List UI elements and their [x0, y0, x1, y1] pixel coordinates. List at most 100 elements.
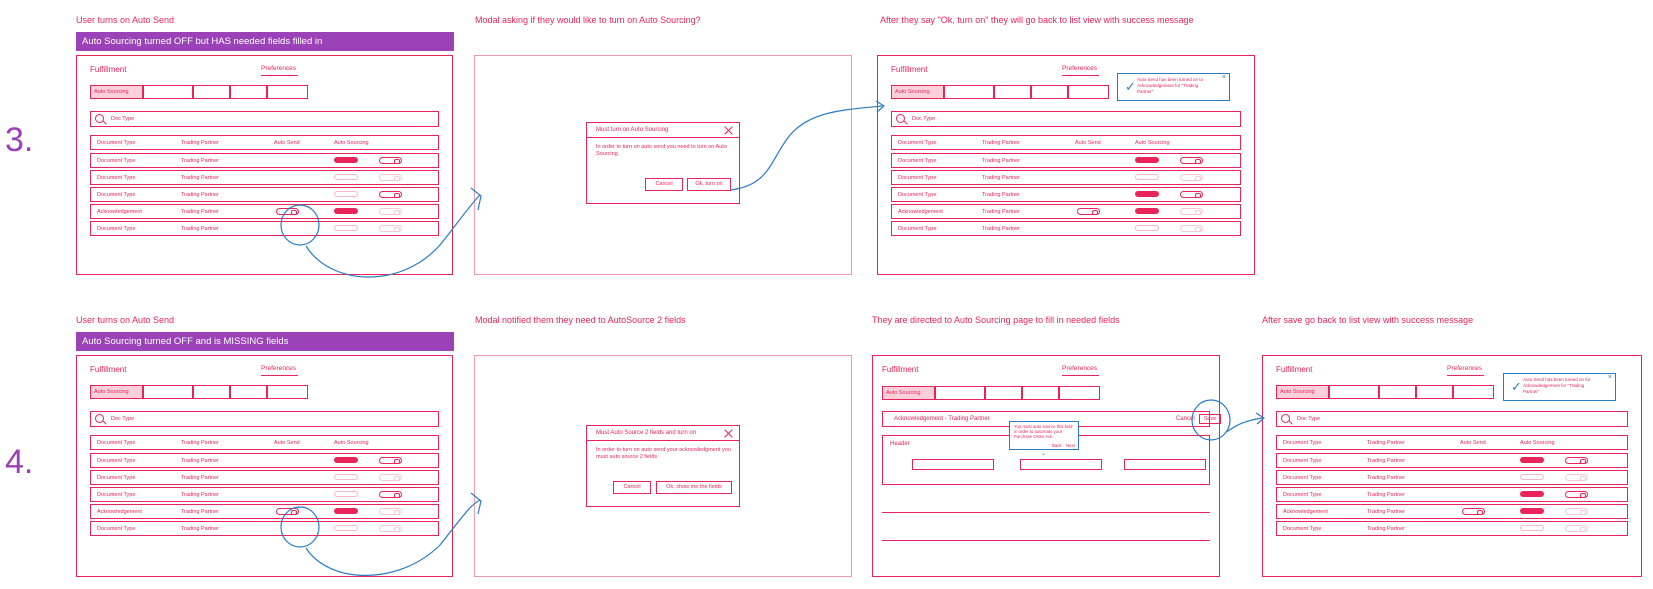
auto-sourcing-toggle[interactable]: [1180, 208, 1203, 215]
tab-empty-2[interactable]: [994, 85, 1031, 99]
preferences-link[interactable]: Preferences: [261, 365, 297, 372]
tab-empty-3[interactable]: [1416, 385, 1453, 399]
search-bar[interactable]: Doc Type: [1276, 411, 1628, 427]
close-icon[interactable]: ×: [1221, 74, 1226, 81]
cancel-button[interactable]: Cancel: [645, 178, 683, 191]
preferences-link[interactable]: Preferences: [1062, 365, 1098, 372]
auto-sourcing-toggle[interactable]: [1565, 508, 1588, 515]
auto-sourcing-toggle[interactable]: [1180, 174, 1203, 181]
cancel-link[interactable]: Cancel: [1176, 416, 1195, 422]
search-bar[interactable]: Doc Type: [891, 111, 1241, 127]
auto-sourcing-status-pill: [334, 525, 358, 531]
tab-empty-3[interactable]: [1031, 85, 1068, 99]
document-type-cell: Acknowledgement: [898, 209, 943, 215]
auto-sourcing-toggle[interactable]: [379, 525, 402, 532]
auto-sourcing-toggle[interactable]: [1565, 525, 1588, 532]
preferences-link[interactable]: Preferences: [1447, 365, 1483, 372]
auto-send-toggle[interactable]: [1462, 508, 1485, 515]
document-type-cell: Document Type: [898, 192, 937, 198]
close-icon[interactable]: ×: [1607, 374, 1612, 381]
auto-sourcing-toggle[interactable]: [379, 174, 402, 181]
tab-empty-2[interactable]: [193, 385, 230, 399]
auto-send-toggle[interactable]: [1077, 208, 1100, 215]
tooltip-back[interactable]: Back: [1052, 443, 1062, 448]
auto-sourcing-toggle[interactable]: [1565, 457, 1588, 464]
step-caption: User turns on Auto Send: [76, 315, 175, 325]
auto-sourcing-toggle[interactable]: [1180, 225, 1203, 232]
tab-empty-1[interactable]: [143, 385, 193, 399]
field-input[interactable]: [1124, 459, 1206, 470]
search-bar[interactable]: Doc Type: [90, 411, 439, 427]
search-bar[interactable]: Doc Type: [90, 111, 439, 127]
tab-empty-2[interactable]: [193, 85, 230, 99]
field-input[interactable]: [912, 459, 994, 470]
tab-auto-sourcing[interactable]: Auto Sourcing: [882, 386, 935, 400]
tooltip-next[interactable]: Next: [1066, 443, 1075, 448]
tab-empty-2[interactable]: [985, 386, 1022, 400]
auto-sourcing-toggle[interactable]: [379, 191, 402, 198]
step-caption: User turns on Auto Send: [76, 15, 175, 25]
tab-empty-4[interactable]: [1453, 385, 1494, 399]
tab-empty-2[interactable]: [1379, 385, 1416, 399]
auto-sourcing-toggle[interactable]: [379, 225, 402, 232]
tab-empty-3[interactable]: [230, 385, 267, 399]
tab-auto-sourcing[interactable]: Auto Sourcing: [90, 85, 143, 99]
auto-sourcing-toggle[interactable]: [379, 208, 402, 215]
tab-empty-4[interactable]: [1059, 386, 1100, 400]
tab-empty-4[interactable]: [1068, 85, 1109, 99]
section-divider: [882, 512, 1210, 513]
preferences-link[interactable]: Preferences: [261, 65, 297, 72]
tab-empty-1[interactable]: [944, 85, 994, 99]
tab-empty-1[interactable]: [143, 85, 193, 99]
field-input[interactable]: [1020, 459, 1102, 470]
tab-empty-3[interactable]: [1022, 386, 1059, 400]
auto-sourcing-toggle[interactable]: [379, 457, 402, 464]
auto-sourcing-toggle[interactable]: [379, 508, 402, 515]
tab-auto-sourcing[interactable]: Auto Sourcing: [891, 85, 944, 99]
auto-sourcing-toggle[interactable]: [1180, 191, 1203, 198]
auto-send-toggle[interactable]: [276, 508, 299, 515]
auto-sourcing-toggle[interactable]: [379, 491, 402, 498]
auto-sourcing-toggle[interactable]: [1565, 491, 1588, 498]
step-caption: Modal notified them they need to AutoSou…: [475, 315, 686, 325]
auto-sourcing-toggle[interactable]: [1565, 474, 1588, 481]
save-button[interactable]: Save: [1199, 414, 1221, 424]
ok-show-fields-button[interactable]: Ok, show me the fields: [656, 481, 732, 494]
auto-sourcing-toggle[interactable]: [379, 474, 402, 481]
tab-empty-1[interactable]: [1329, 385, 1379, 399]
preferences-link[interactable]: Preferences: [1062, 65, 1098, 72]
ok-turn-on-button[interactable]: Ok, turn on: [687, 178, 731, 191]
tab-empty-1[interactable]: [935, 386, 985, 400]
tab-empty-3[interactable]: [230, 85, 267, 99]
tab-auto-sourcing[interactable]: Auto Sourcing: [1276, 385, 1329, 399]
column-header: Document Type: [898, 140, 937, 146]
document-type-cell: Document Type: [1283, 458, 1322, 464]
tab-empty-4[interactable]: [267, 385, 308, 399]
tab-empty-4[interactable]: [267, 85, 308, 99]
auto-send-toggle[interactable]: [276, 208, 299, 215]
auto-sourcing-toggle[interactable]: [379, 157, 402, 164]
cancel-button[interactable]: Cancel: [613, 481, 651, 494]
tab-auto-sourcing[interactable]: Auto Sourcing: [90, 385, 143, 399]
auto-sourcing-toggle[interactable]: [1180, 157, 1203, 164]
